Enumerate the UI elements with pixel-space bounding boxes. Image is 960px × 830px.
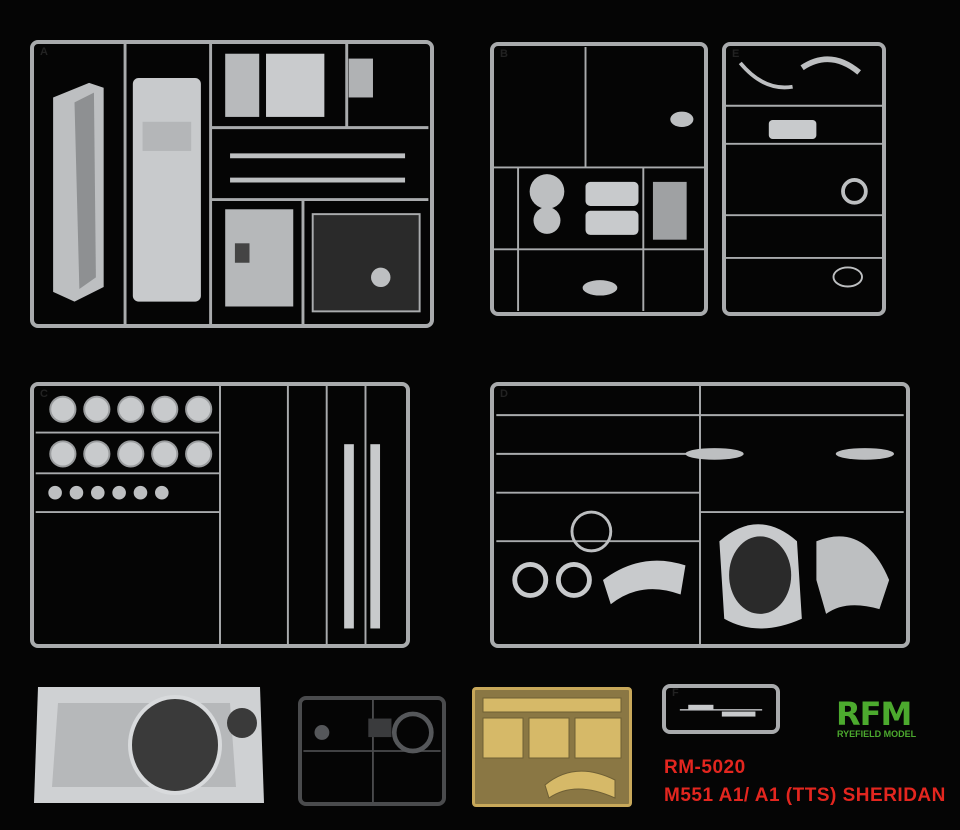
product-code: RM-5020 — [664, 757, 746, 778]
sprue-b: B — [490, 42, 708, 316]
sprue-d-parts — [496, 386, 904, 644]
hull-tub — [30, 683, 266, 807]
sprue-b-parts — [494, 47, 704, 311]
sprue-e-letter: E — [732, 48, 740, 60]
sprue-dark — [298, 696, 446, 806]
sprue-e: E — [722, 42, 886, 316]
sprue-a-parts — [53, 44, 429, 324]
sprue-c: C — [30, 382, 410, 648]
sprue-dark-parts — [303, 700, 441, 802]
sprue-c-parts — [35, 386, 381, 644]
sprue-c-letter: C — [40, 388, 48, 400]
sprue-f-letter: F — [672, 687, 679, 699]
ryefield-logo: RFM RYEFIELD MODEL — [836, 695, 936, 745]
sprue-a: A — [30, 40, 434, 328]
sprue-d: D — [490, 382, 910, 648]
product-title: M551 A1/ A1 (TTS) SHERIDAN — [664, 785, 946, 806]
sprue-f: F — [662, 684, 780, 734]
sprue-d-letter: D — [500, 388, 508, 400]
logo-mark: RFM — [836, 695, 912, 733]
sprue-e-parts — [726, 56, 882, 288]
sprue-a-letter: A — [40, 46, 48, 58]
logo-name: RYEFIELD MODEL — [837, 729, 917, 739]
photo-etch-fret — [472, 687, 632, 807]
sprue-b-letter: B — [500, 48, 508, 60]
sprue-f-parts — [679, 704, 763, 717]
